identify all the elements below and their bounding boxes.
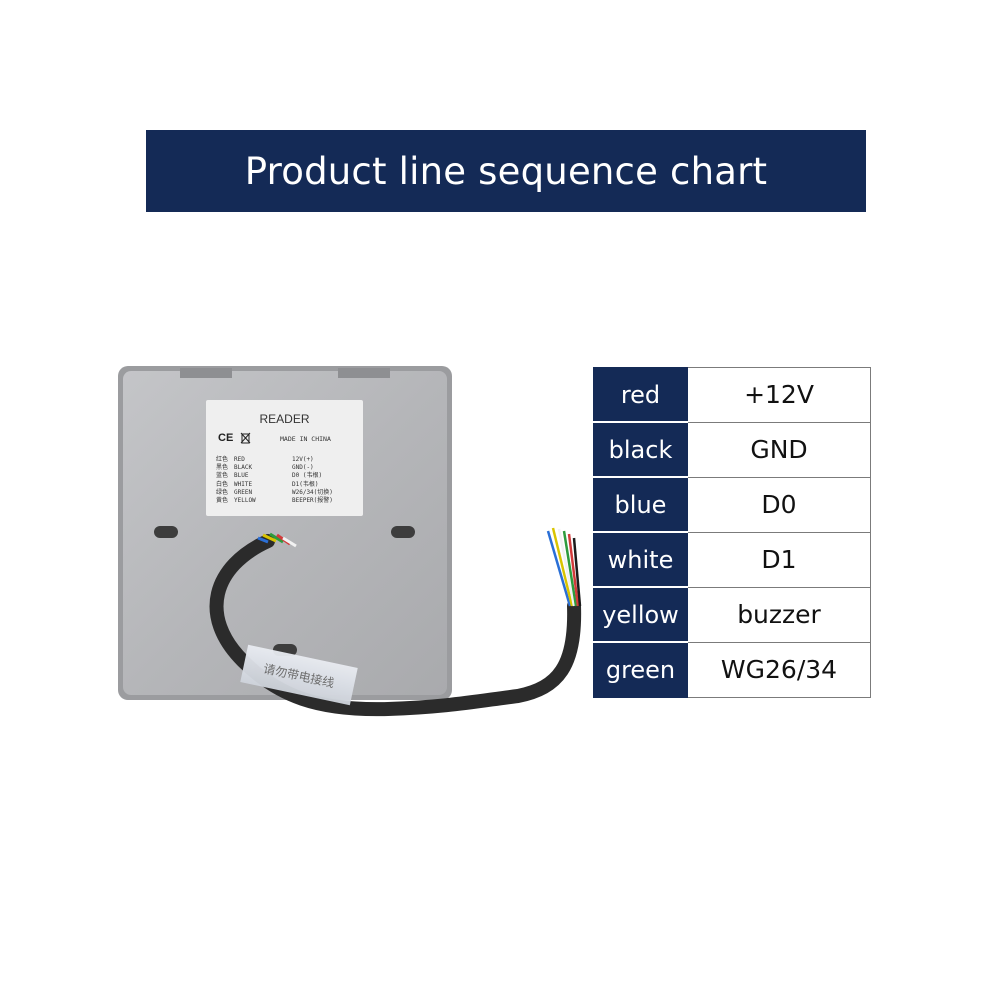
- top-clip-left: [180, 368, 232, 378]
- table-row: green WG26/34: [593, 641, 871, 698]
- wire-signal-cell: GND: [687, 421, 871, 478]
- label-title: READER: [259, 412, 310, 426]
- wire-signal-cell: +12V: [687, 367, 871, 423]
- table-row: white D1: [593, 531, 871, 588]
- mount-hole-right: [391, 526, 415, 538]
- cable: [209, 534, 582, 717]
- table-row: yellow buzzer: [593, 586, 871, 643]
- made-in-text: MADE IN CHINA: [280, 435, 331, 443]
- cable-grommet-wires: [257, 532, 297, 548]
- wire-signal-cell: D0: [687, 476, 871, 533]
- wire-signal-cell: D1: [687, 531, 871, 588]
- wire-color-cell: red: [593, 367, 688, 423]
- loose-wire-ends: [546, 527, 582, 607]
- wire-color-cell: blue: [593, 476, 688, 533]
- table-row: red +12V: [593, 367, 871, 423]
- banner-title: Product line sequence chart: [244, 149, 768, 193]
- wire-color-cell: green: [593, 641, 688, 698]
- wire-signal-cell: WG26/34: [687, 641, 871, 698]
- table-row: blue D0: [593, 476, 871, 533]
- top-clip-right: [338, 368, 390, 378]
- wire-signal-cell: buzzer: [687, 586, 871, 643]
- sticker-text: 请勿带电接线: [262, 661, 336, 690]
- ce-mark: CE: [218, 432, 234, 444]
- wire-sequence-table: red +12V black GND blue D0 white D1 yell…: [593, 367, 871, 698]
- title-banner: Product line sequence chart: [146, 130, 866, 212]
- panel-face: [123, 371, 447, 695]
- wire-color-cell: yellow: [593, 586, 688, 643]
- wire-color-cell: black: [593, 421, 688, 478]
- reader-device-illustration: [118, 366, 582, 717]
- weee-bin-icon: [240, 432, 251, 444]
- wire-color-cell: white: [593, 531, 688, 588]
- mount-hole-left: [154, 526, 178, 538]
- table-row: black GND: [593, 421, 871, 478]
